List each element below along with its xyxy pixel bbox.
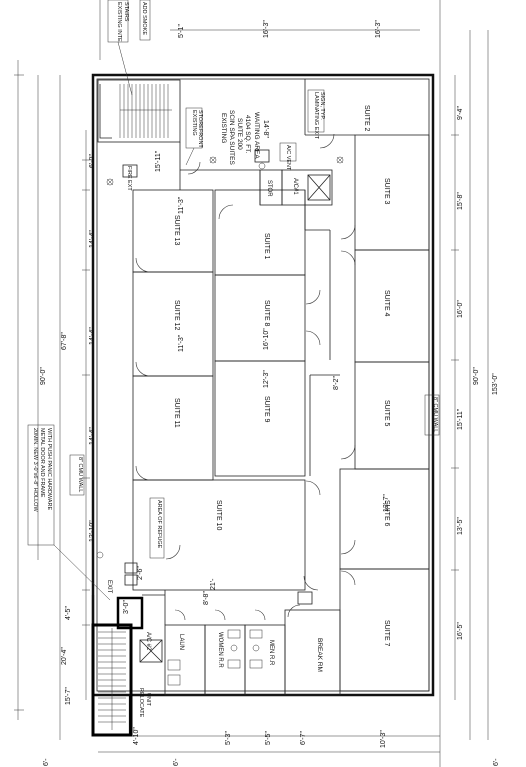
suite-5-label: SUITE 5	[383, 400, 390, 427]
dim-int-21: 21'-	[210, 578, 217, 590]
dim-int-8-8: 8'-8"	[203, 591, 210, 605]
suite-9-label: SUITE 9	[263, 396, 270, 423]
dim-left-6-0: 6'-0"	[89, 154, 96, 168]
building-outline	[91, 73, 435, 737]
existing-stairs-note-2: STAIRS	[123, 2, 129, 22]
dim-bot-4-10: 4'-10"	[133, 727, 140, 745]
interior-walls	[132, 79, 430, 696]
dim-top-5-1: 5'-1"	[178, 24, 185, 38]
suite-1-label: SUITE 1	[263, 233, 270, 260]
suite-10-label: SUITE 10	[215, 500, 222, 530]
fire-ext-note: FIRE EXT	[126, 166, 132, 191]
annotation-notes: ADD SMOKE EXISTING INTE STAIRS EXISTING …	[27, 0, 440, 601]
dim-overall-153: 153'-0"	[492, 373, 499, 395]
relocate-unit-label-2: UNIT	[145, 693, 151, 706]
laundry-label: LAUN	[178, 634, 184, 650]
dim-int-3-0: 3'-0"	[123, 600, 130, 614]
door-note-line-2: METAL DOOR AND FRAME	[39, 428, 45, 498]
suite-11-label: SUITE 11	[173, 398, 180, 428]
suite-8-label: SUITE 8	[263, 300, 270, 327]
dim-left-15-7: 15'-7"	[65, 687, 72, 705]
dim-bot-5-5: 5'-5"	[265, 731, 272, 745]
dim-bot-6-a: 6'-	[43, 758, 50, 766]
dim-right-16-0: 16'-0"	[457, 300, 464, 318]
dim-int-11-3b: 11'-3"	[178, 334, 185, 352]
door-note-line-1: 20MIN. NEW 3'-0"x6'-8" HOLLOW	[32, 428, 38, 512]
door-note-line-3: WITH PUSH PANIC HARDWARE	[46, 428, 52, 511]
suite-7-label: SUITE 7	[383, 620, 390, 647]
dim-bot-10-3: 10'-3"	[380, 730, 387, 748]
existing-line-4: 4104 SQ. FT.	[244, 115, 251, 153]
dim-overall-90-right: 90'-0"	[473, 367, 480, 385]
dim-right-15-8: 15'-8"	[457, 192, 464, 210]
add-smoke-note: ADD SMOKE	[141, 2, 147, 35]
restroom-fixtures	[167, 629, 263, 686]
room-labels: SUITE 2 SUITE 3 SUITE 4 SUITE 5 SUITE 6 …	[106, 105, 390, 718]
dim-int-16-10: 16'-10"	[263, 328, 270, 350]
dim-overall-67: 67'-8"	[61, 332, 68, 350]
existing-line-1: EXISTING	[220, 113, 227, 143]
exit-label: EXIT	[106, 580, 112, 594]
suite-3-label: SUITE 3	[383, 178, 390, 205]
suite-4-label: SUITE 4	[383, 290, 390, 317]
dim-left-20-4: 20'-4"	[61, 647, 68, 665]
dim-int-8-2: 8'-2"	[333, 376, 340, 390]
dim-int-12-3: 12'-3"	[263, 370, 270, 388]
dimension-lines	[14, 0, 489, 767]
dim-right-16-5: 16'-5"	[457, 622, 464, 640]
existing-stairs	[97, 79, 181, 143]
area-of-refuge-note: AREA OF REFUGE	[156, 500, 162, 549]
dim-overall-90-left: 90'-0"	[40, 367, 47, 385]
dimension-labels: 90'-0" 67'-8" 90'-0" 153'-0" 6'-0" 14'-4…	[40, 20, 500, 766]
dim-int-11-3a: 11'-3"	[178, 196, 185, 214]
fire-extinguisher-icons	[122, 149, 313, 605]
dim-bot-5-3: 5'-3"	[225, 731, 232, 745]
dim-top-16-3a: 16'-3"	[263, 20, 270, 38]
existing-stairs-note-1: EXISTING INTE	[116, 2, 122, 42]
storage-label: STOR	[266, 180, 272, 197]
exit-stairs	[91, 596, 144, 737]
dim-bot-6-b: 6'-	[173, 758, 180, 766]
smoke-detector-icons	[96, 156, 344, 559]
door-swings	[135, 133, 356, 621]
existing-suite-note: EXISTING SCIN SPA SUITES SUITE 200 4104 …	[220, 110, 269, 165]
ac1-label: A/C#1	[292, 178, 298, 195]
dim-right-15-11: 15'-11"	[457, 408, 464, 430]
dim-int-12-7: 12'-7"	[383, 494, 390, 512]
existing-storefront-note-2: STOREFRONT	[197, 110, 203, 148]
dim-left-4-5: 4'-5"	[65, 606, 72, 620]
women-restroom-label: WOMEN R.R	[217, 632, 223, 668]
ac2-label: A/C #2	[145, 632, 151, 651]
cmu-wall-left-note: 8" CMU WALL	[77, 457, 83, 492]
dim-left-14-4b: 14'-4"	[89, 327, 96, 345]
dim-left-12-10: 12'-10"	[89, 520, 96, 542]
existing-dim: 14'-8"	[262, 120, 269, 138]
dim-bot-6-7: 6'-7"	[300, 731, 307, 745]
dim-left-14-4c: 14'-4"	[89, 427, 96, 445]
existing-line-5: WAITING AREA	[253, 112, 260, 159]
suite-6-label: SUITE 6	[383, 500, 390, 527]
suite-2-label: SUITE 2	[363, 105, 370, 132]
suite-12-label: SUITE 12	[173, 300, 180, 330]
relocate-unit-label-1: RELOCATE	[138, 688, 144, 718]
ac-vent-note: A/C VENT	[285, 145, 291, 171]
dim-right-9-4: 9'-4"	[457, 106, 464, 120]
laminating-note-1: LAMINATING EXIT	[313, 92, 319, 140]
existing-storefront-note-1: EXISTING	[191, 110, 197, 136]
dim-bot-6-c: 6'-	[493, 758, 500, 766]
break-room-label: BREAK RM	[316, 638, 323, 672]
existing-line-3: SUITE 200	[236, 118, 243, 150]
suite-13-label: SUITE 13	[173, 215, 180, 245]
dim-right-13-5: 13'-5"	[457, 517, 464, 535]
cmu-wall-right-note: 8" CMU WALL	[432, 397, 438, 432]
existing-line-2: SCIN SPA SUITES	[228, 110, 235, 165]
dim-top-16-3b: 16'-3"	[375, 20, 382, 38]
dim-int-2-6: 2'-6"	[137, 566, 144, 580]
laminating-note-2: SIGN, TYP.	[319, 92, 325, 120]
dim-int-15-11: 15'-11"	[155, 150, 162, 172]
dim-left-14-4a: 14'-4"	[89, 230, 96, 248]
men-restroom-label: MEN R.R	[268, 640, 274, 666]
